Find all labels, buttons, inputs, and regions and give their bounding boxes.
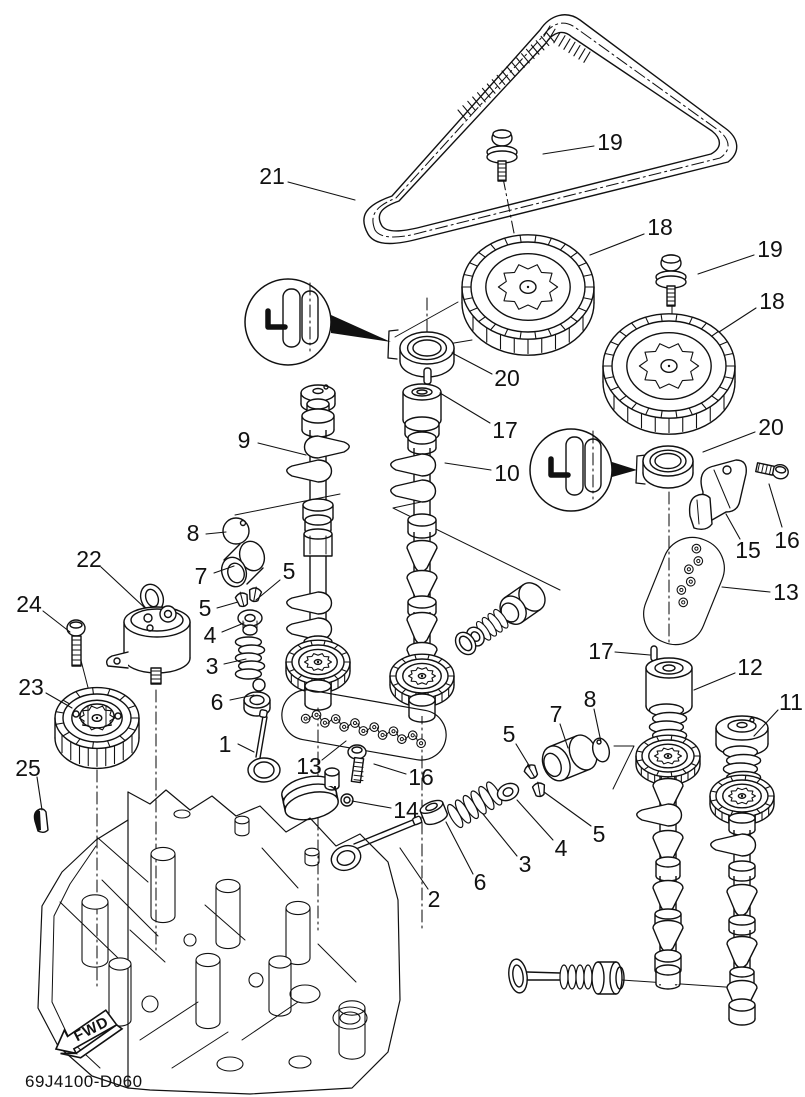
sprocket-bolts	[486, 129, 687, 307]
callout-leader-10-8	[444, 462, 492, 471]
callout-8-28: 8	[584, 686, 597, 712]
callout-20-5: 20	[494, 365, 520, 391]
callout-leader-3-33	[482, 813, 518, 857]
callout-leader-12-26	[693, 672, 736, 691]
callout-10-8: 10	[494, 460, 520, 486]
center-valve-parts	[330, 582, 625, 995]
callout-4-32: 4	[555, 835, 568, 861]
callout-leader-13-12	[721, 586, 771, 593]
callout-22-13: 22	[76, 546, 102, 572]
callout-leader-21-0	[287, 181, 356, 201]
callout-leader-1-21	[237, 743, 255, 753]
callout-13-36: 13	[296, 753, 322, 779]
callout-leader-16-37	[373, 763, 407, 775]
tensioner-and-drive-gear	[33, 583, 191, 833]
callout-16-37: 16	[408, 764, 434, 790]
timing-belt	[363, 14, 738, 245]
callout-14-38: 14	[393, 797, 419, 823]
callout-leader-5-30	[515, 743, 531, 768]
callout-24-22: 24	[16, 591, 42, 617]
callout-8-14: 8	[187, 520, 200, 546]
callout-7-29: 7	[550, 701, 563, 727]
callout-2-35: 2	[428, 886, 441, 912]
callout-leader-11-27	[753, 709, 779, 737]
callout-leader-19-3	[697, 254, 755, 275]
callout-leader-22-13	[100, 566, 146, 609]
callout-leader-5-31	[543, 791, 592, 827]
callout-1-21: 1	[219, 731, 232, 757]
callout-leader-18-4	[718, 307, 757, 333]
callout-leader-13-36	[321, 740, 347, 761]
callout-7-15: 7	[195, 563, 208, 589]
callout-leader-17-25	[614, 651, 651, 656]
callout-16-10: 16	[774, 527, 800, 553]
callout-leader-8-14	[205, 531, 227, 535]
callout-leader-15-11	[725, 513, 741, 540]
callout-21-0: 21	[259, 163, 285, 189]
callout-17-6: 17	[492, 417, 518, 443]
callout-leader-8-28	[593, 708, 602, 743]
callout-18-2: 18	[647, 214, 673, 240]
callout-5-31: 5	[593, 821, 606, 847]
callout-leader-24-22	[42, 610, 71, 633]
seal-detail-insets	[244, 278, 647, 512]
callout-20-9: 20	[758, 414, 784, 440]
callout-leader-2-35	[399, 847, 429, 890]
callout-13-12: 13	[773, 579, 799, 605]
oil-seals	[399, 331, 694, 662]
callout-leader-18-2	[589, 233, 645, 256]
callout-11-27: 11	[779, 689, 803, 715]
callout-leader-7-29	[559, 723, 569, 749]
camshaft-drive-sprockets	[461, 234, 736, 435]
callout-leader-20-9	[702, 431, 756, 453]
callout-18-4: 18	[759, 288, 785, 314]
callout-3-19: 3	[206, 653, 219, 679]
camshafts	[285, 383, 775, 1026]
callout-3-33: 3	[519, 851, 532, 877]
callout-leader-6-20	[229, 694, 255, 701]
callout-leader-17-6	[439, 392, 491, 424]
callout-5-17: 5	[199, 595, 212, 621]
callout-12-26: 12	[737, 654, 763, 680]
callout-9-7: 9	[238, 427, 251, 453]
callout-leader-23-23	[45, 692, 73, 709]
callout-25-24: 25	[15, 755, 41, 781]
callout-19-3: 19	[757, 236, 783, 262]
callout-leader-20-5	[451, 352, 493, 375]
callout-6-34: 6	[474, 869, 487, 895]
callout-4-18: 4	[204, 622, 217, 648]
callout-leader-19-1	[542, 145, 595, 155]
callout-15-11: 15	[735, 537, 761, 563]
engine-block	[37, 789, 401, 1095]
callout-leader-5-16	[255, 579, 281, 601]
callout-leader-16-10	[768, 483, 783, 528]
callout-23-23: 23	[18, 674, 44, 700]
construction-lines	[76, 177, 741, 989]
callout-leader-4-18	[221, 622, 245, 633]
callout-leader-7-15	[213, 565, 235, 574]
callout-leader-5-17	[216, 601, 239, 609]
callout-leader-6-34	[445, 821, 474, 875]
callout-17-25: 17	[588, 638, 614, 664]
callout-leader-25-24	[36, 776, 43, 811]
callout-5-16: 5	[283, 558, 296, 584]
chains	[281, 459, 789, 821]
fwd-arrow-body	[54, 1009, 118, 1055]
callout-leader-14-38	[351, 800, 392, 809]
drawing-code: 69J4100-D060	[25, 1072, 143, 1091]
left-valve-parts	[220, 517, 281, 783]
callout-19-1: 19	[597, 129, 623, 155]
callout-leader-9-7	[257, 442, 307, 456]
callout-leader-4-32	[516, 799, 554, 841]
callout-5-30: 5	[503, 721, 516, 747]
callout-6-20: 6	[211, 689, 224, 715]
callout-leader-3-19	[223, 658, 247, 665]
